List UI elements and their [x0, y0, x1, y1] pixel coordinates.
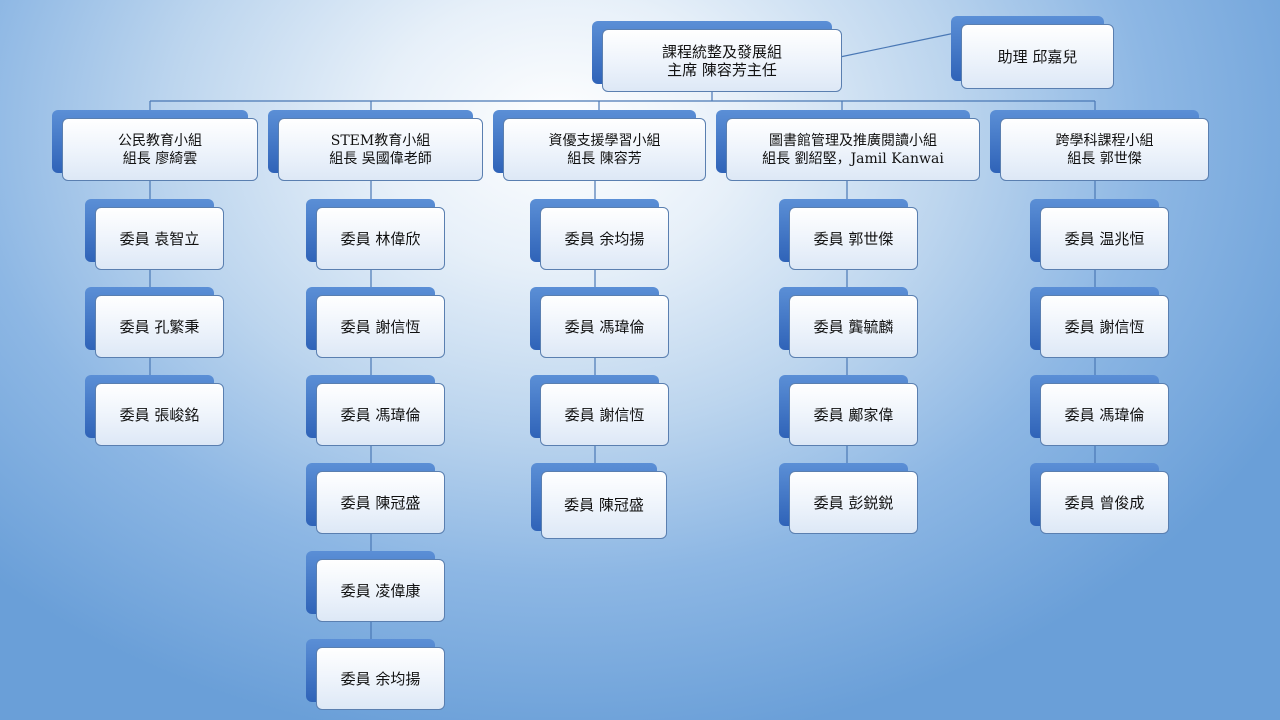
member-box: 委員 謝信恆: [1030, 287, 1169, 358]
member-box: 委員 陳冠盛: [531, 463, 667, 539]
member-box: 委員 林偉欣: [306, 199, 445, 270]
group-leader: 組長 吳國偉老師: [329, 150, 432, 167]
member-label: 委員 曾俊成: [1064, 493, 1145, 512]
member-box: 委員 馮瑋倫: [530, 287, 669, 358]
member-label: 委員 林偉欣: [340, 229, 421, 248]
group-header-stem: STEM教育小組 組長 吳國偉老師: [268, 110, 483, 181]
member-box: 委員 孔繁秉: [85, 287, 224, 358]
root-node: 課程統整及發展組 主席 陳容芳主任: [592, 21, 842, 92]
assistant-node: 助理 邱嘉兒: [951, 16, 1114, 89]
member-label: 委員 謝信恆: [564, 405, 645, 424]
assistant-label: 助理 邱嘉兒: [997, 47, 1078, 66]
group-leader: 組長 劉紹堅，Jamil Kanwai: [762, 150, 944, 167]
group-header-civic: 公民教育小組 組長 廖綺雲: [52, 110, 258, 181]
member-label: 委員 孔繁秉: [119, 317, 200, 336]
root-chair: 主席 陳容芳主任: [667, 60, 777, 79]
member-label: 委員 温兆恒: [1064, 229, 1145, 248]
group-header-gifted: 資優支援學習小組 組長 陳容芳: [493, 110, 706, 181]
member-label: 委員 謝信恆: [340, 317, 421, 336]
member-label: 委員 馮瑋倫: [340, 405, 421, 424]
member-label: 委員 郭世傑: [813, 229, 894, 248]
member-box: 委員 謝信恆: [306, 287, 445, 358]
root-title: 課程統整及發展組: [661, 42, 782, 61]
group-title: 圖書館管理及推廣閱讀小組: [769, 132, 937, 149]
member-box: 委員 鄺家偉: [779, 375, 918, 446]
group-header-cross-curricular: 跨學科課程小組 組長 郭世傑: [990, 110, 1209, 181]
member-label: 委員 余均揚: [564, 229, 645, 248]
member-label: 委員 余均揚: [340, 669, 421, 688]
group-title: 資優支援學習小組: [548, 132, 661, 149]
member-label: 委員 鄺家偉: [813, 405, 894, 424]
member-box: 委員 曾俊成: [1030, 463, 1169, 534]
member-label: 委員 彭鋭鋭: [813, 493, 894, 512]
member-label: 委員 袁智立: [119, 229, 200, 248]
member-label: 委員 謝信恆: [1064, 317, 1145, 336]
member-box: 委員 馮瑋倫: [1030, 375, 1169, 446]
member-box: 委員 凌偉康: [306, 551, 445, 622]
group-leader: 組長 陳容芳: [567, 150, 642, 167]
member-label: 委員 張峻銘: [119, 405, 200, 424]
member-box: 委員 彭鋭鋭: [779, 463, 918, 534]
assistant-connector: [839, 32, 956, 58]
member-box: 委員 張峻銘: [85, 375, 224, 446]
member-box: 委員 温兆恒: [1030, 199, 1169, 270]
member-box: 委員 余均揚: [530, 199, 669, 270]
member-box: 委員 謝信恆: [530, 375, 669, 446]
group-title: 公民教育小組: [118, 132, 202, 149]
group-leader: 組長 廖綺雲: [122, 150, 198, 167]
group-title: STEM教育小組: [330, 132, 431, 149]
member-label: 委員 馮瑋倫: [1064, 405, 1145, 424]
member-box: 委員 龔毓麟: [779, 287, 918, 358]
group-header-library: 圖書館管理及推廣閱讀小組 組長 劉紹堅，Jamil Kanwai: [716, 110, 980, 181]
member-label: 委員 龔毓麟: [813, 317, 894, 336]
group-leader: 組長 郭世傑: [1067, 150, 1142, 167]
member-box: 委員 陳冠盛: [306, 463, 445, 534]
member-label: 委員 凌偉康: [340, 581, 421, 600]
member-box: 委員 郭世傑: [779, 199, 918, 270]
member-box: 委員 余均揚: [306, 639, 445, 710]
member-label: 委員 陳冠盛: [564, 496, 644, 514]
member-box: 委員 馮瑋倫: [306, 375, 445, 446]
group-title: 跨學科課程小組: [1055, 132, 1154, 149]
member-box: 委員 袁智立: [85, 199, 224, 270]
member-label: 委員 陳冠盛: [340, 493, 421, 512]
member-label: 委員 馮瑋倫: [564, 317, 645, 336]
